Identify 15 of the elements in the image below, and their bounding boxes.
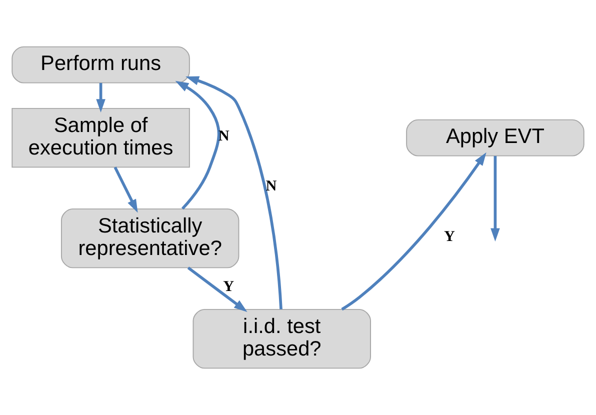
edge-label: Y: [223, 278, 234, 296]
arrow: [490, 156, 500, 242]
arrow: [187, 266, 248, 312]
node-box: Statistically representative?: [60, 208, 240, 268]
arrow: [96, 82, 106, 112]
edge-label: N: [266, 178, 277, 195]
edge-label: Y: [444, 228, 455, 245]
arrow: [114, 166, 138, 213]
node-box: i.i.d. test passed?: [192, 308, 371, 369]
node-box: Sample of execution times: [12, 108, 190, 168]
arrow: [186, 76, 282, 310]
node-box: Perform runs: [12, 46, 190, 84]
node-box: Apply EVT: [406, 119, 584, 156]
arrow: [341, 152, 486, 311]
arrow: [175, 80, 220, 210]
